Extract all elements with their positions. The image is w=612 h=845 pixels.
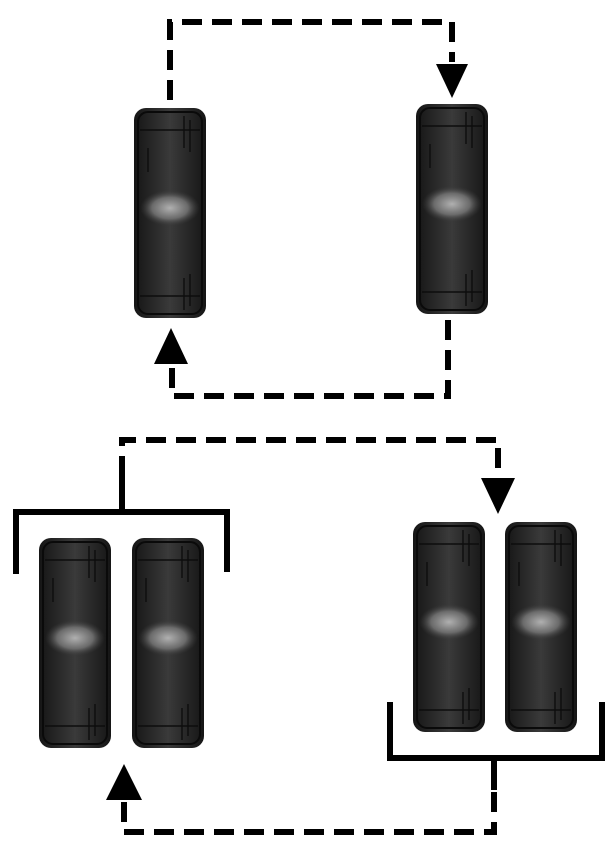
- left-single-tire: [133, 107, 207, 319]
- right-dual-pair: [387, 521, 605, 790]
- up-arrow-icon: [154, 328, 188, 364]
- right-single-tire: [415, 103, 489, 315]
- dual-tire-rotation-group: [13, 437, 605, 835]
- left-dual-tire-1: [38, 537, 112, 749]
- dual-bottom-dashed-path: [121, 792, 497, 835]
- left-dual-tire-2: [131, 537, 205, 749]
- top-dashed-path: [167, 19, 455, 100]
- dual-up-arrow-icon: [106, 764, 142, 800]
- dual-down-arrow-icon: [481, 478, 515, 514]
- left-dual-pair: [13, 476, 230, 749]
- right-dual-tire-1: [412, 521, 486, 733]
- down-arrow-icon: [436, 64, 468, 98]
- single-tire-rotation-group: [133, 19, 489, 399]
- dual-top-dashed-path: [119, 437, 501, 478]
- right-dual-tire-2: [504, 521, 578, 733]
- bottom-dashed-path: [169, 320, 451, 399]
